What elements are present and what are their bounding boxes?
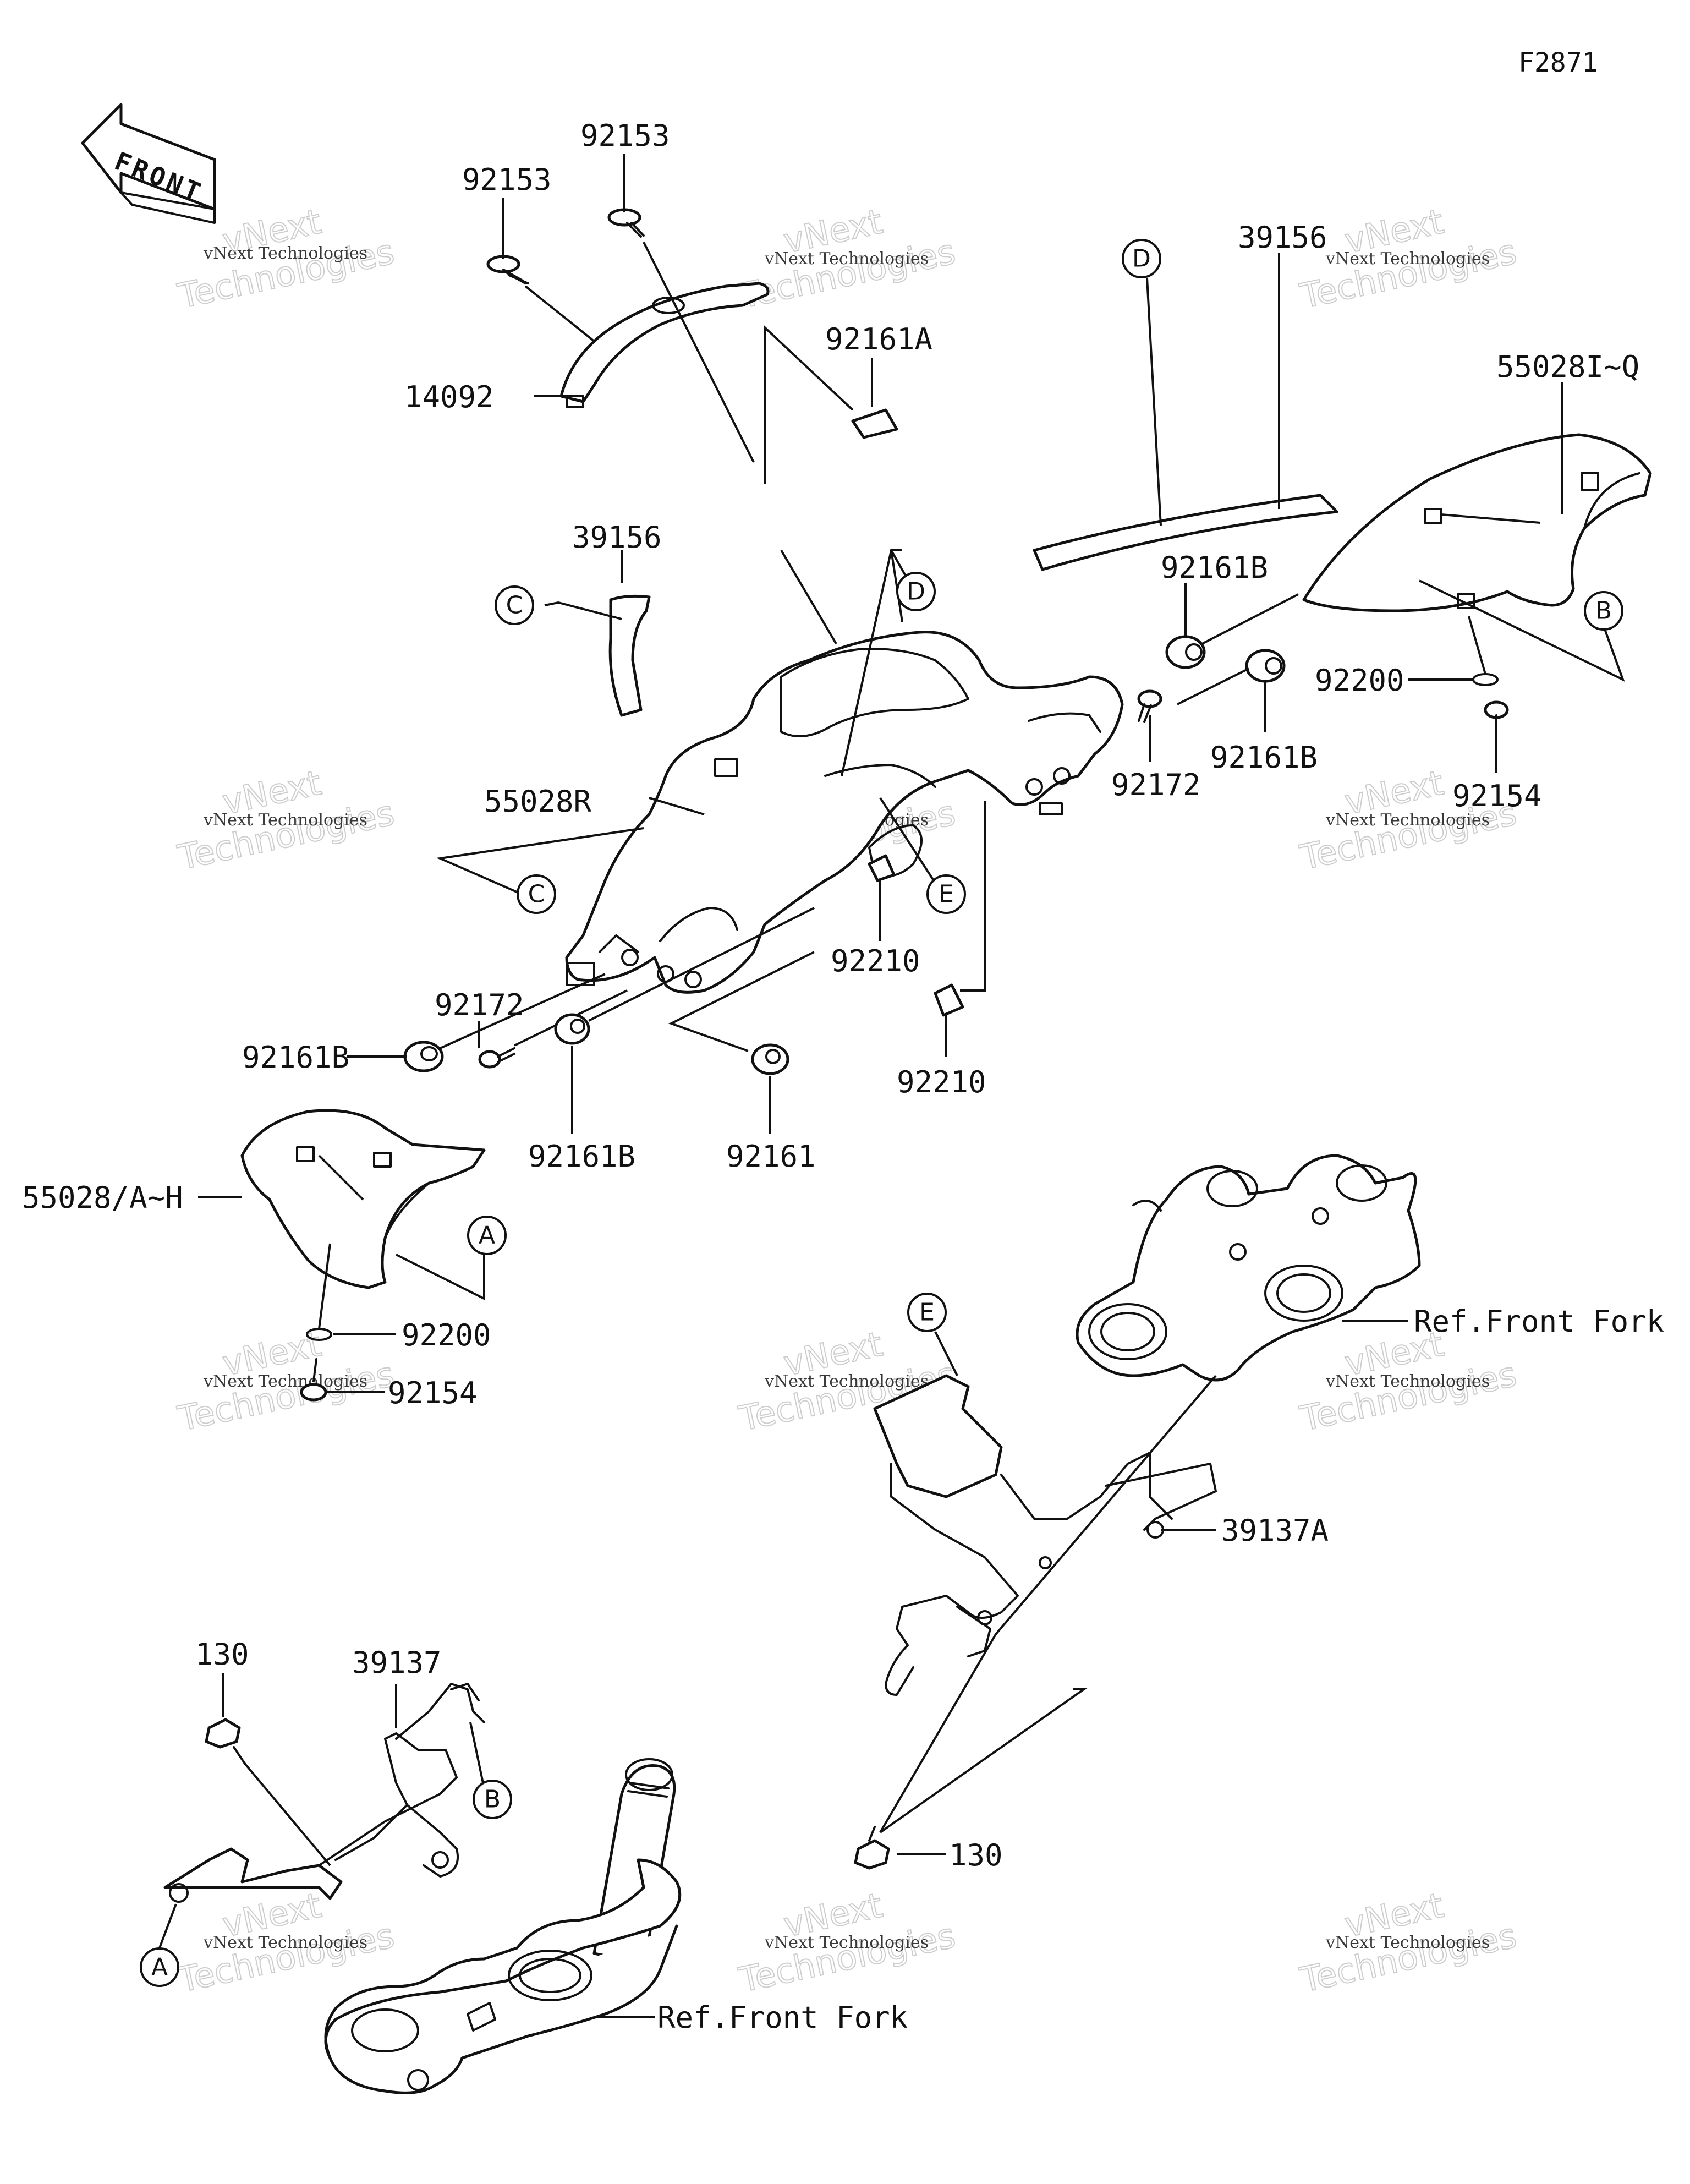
callout-d-top: D bbox=[1122, 239, 1161, 278]
svg-text:vNext Technologies: vNext Technologies bbox=[203, 1933, 367, 1952]
svg-text:vNext Technologies: vNext Technologies bbox=[764, 1933, 929, 1952]
label-39156-top: 39156 bbox=[1238, 220, 1327, 255]
callout-c-left: C bbox=[517, 874, 556, 914]
clip-92210-b-icon bbox=[934, 983, 964, 1017]
callout-e-lower: E bbox=[907, 1293, 947, 1332]
label-92210-b: 92210 bbox=[897, 1065, 986, 1099]
upper-triple-clamp bbox=[1076, 1154, 1421, 1382]
label-92161: 92161 bbox=[726, 1139, 816, 1174]
label-92210-a: 92210 bbox=[831, 944, 920, 978]
svg-text:vNext Technologies: vNext Technologies bbox=[764, 1372, 929, 1391]
callout-c-mid: C bbox=[495, 585, 534, 625]
svg-text:C: C bbox=[528, 880, 545, 908]
label-92172-r: 92172 bbox=[1111, 768, 1201, 802]
trim-strip-39156-top bbox=[1033, 494, 1338, 571]
screw-92153-a-icon bbox=[486, 255, 529, 284]
label-ref-front-fork-2: Ref.Front Fork bbox=[657, 2000, 908, 2035]
svg-text:A: A bbox=[151, 1953, 168, 1982]
lower-triple-clamp-steering-stem bbox=[324, 1758, 682, 2094]
bolt-130-b-icon bbox=[205, 1718, 246, 1765]
screw-92153-b-icon bbox=[607, 208, 645, 238]
label-130-b: 130 bbox=[195, 1637, 249, 1672]
label-92154-l: 92154 bbox=[388, 1376, 478, 1410]
callout-a-left: A bbox=[467, 1216, 507, 1255]
callout-d-mid: D bbox=[896, 572, 936, 611]
label-92153-a: 92153 bbox=[462, 162, 552, 197]
label-92172-l: 92172 bbox=[435, 988, 524, 1022]
svg-text:vNext Technologies: vNext Technologies bbox=[203, 811, 367, 830]
grommet-92161-icon bbox=[751, 1043, 789, 1075]
label-55028R: 55028R bbox=[484, 784, 592, 819]
clip-92210-a-icon bbox=[868, 854, 896, 882]
screw-92154-r-icon bbox=[1484, 700, 1509, 733]
grommet-92161B-l2-icon bbox=[554, 1013, 590, 1045]
label-92161B-l1: 92161B bbox=[242, 1040, 349, 1075]
label-92161B-l2: 92161B bbox=[528, 1139, 635, 1174]
label-ref-front-fork-1: Ref.Front Fork bbox=[1414, 1304, 1664, 1339]
grommet-92161B-r1-icon bbox=[1165, 635, 1206, 669]
screw-92172-r-icon bbox=[1137, 689, 1162, 723]
label-39137A: 39137A bbox=[1221, 1513, 1329, 1548]
label-92161B-r2: 92161B bbox=[1210, 740, 1318, 775]
svg-text:E: E bbox=[939, 880, 954, 908]
part-55028IQ-right-cover bbox=[1302, 433, 1652, 612]
svg-text:vNext Technologies: vNext Technologies bbox=[764, 249, 929, 269]
pad-92161A-icon bbox=[851, 408, 898, 439]
callout-b-right: B bbox=[1584, 591, 1623, 631]
screw-92154-l-icon bbox=[300, 1358, 327, 1402]
label-130-a: 130 bbox=[949, 1838, 1003, 1873]
washer-92200-r-icon bbox=[1472, 673, 1499, 686]
svg-text:C: C bbox=[506, 592, 523, 620]
svg-text:vNext Technologies: vNext Technologies bbox=[1325, 811, 1490, 830]
callout-e-mid: E bbox=[926, 874, 966, 914]
grommet-92161B-r2-icon bbox=[1245, 649, 1286, 683]
svg-text:D: D bbox=[907, 578, 925, 606]
label-92200-l: 92200 bbox=[402, 1318, 491, 1353]
label-55028IQ: 55028I~Q bbox=[1496, 349, 1639, 384]
callout-b-lower: B bbox=[473, 1780, 512, 1819]
label-39156-mid: 39156 bbox=[572, 520, 662, 555]
screw-92172-l-icon bbox=[478, 1047, 515, 1069]
label-39137: 39137 bbox=[352, 1645, 442, 1680]
svg-text:vNext Technologies: vNext Technologies bbox=[203, 244, 367, 263]
svg-text:vNext Technologies: vNext Technologies bbox=[1325, 1933, 1490, 1952]
svg-text:A: A bbox=[479, 1222, 495, 1250]
part-14092-cover bbox=[559, 282, 770, 408]
label-14092: 14092 bbox=[404, 380, 494, 414]
label-92200-r: 92200 bbox=[1315, 663, 1404, 698]
bolt-130-a-icon bbox=[854, 1826, 890, 1870]
svg-text:vNext Technologies: vNext Technologies bbox=[1325, 1372, 1490, 1391]
front-arrow-icon: FRONT bbox=[81, 103, 216, 224]
callout-a-lower: A bbox=[140, 1947, 179, 1987]
svg-text:E: E bbox=[919, 1299, 935, 1327]
svg-text:vNext Technologies: vNext Technologies bbox=[203, 1372, 367, 1391]
svg-text:D: D bbox=[1132, 245, 1151, 273]
label-55028AH: 55028/A~H bbox=[22, 1180, 183, 1215]
svg-text:B: B bbox=[1595, 597, 1612, 625]
label-92161B-r1: 92161B bbox=[1161, 550, 1268, 585]
svg-text:vNext Technologies: vNext Technologies bbox=[1325, 249, 1490, 269]
label-92153-b: 92153 bbox=[580, 118, 670, 153]
label-92154-r: 92154 bbox=[1452, 779, 1542, 813]
part-55028R-inner-cowl bbox=[565, 631, 1124, 994]
stay-39137 bbox=[163, 1683, 485, 1903]
trim-strip-39156-mid bbox=[608, 594, 651, 717]
svg-text:B: B bbox=[484, 1786, 501, 1814]
label-92161A: 92161A bbox=[825, 322, 932, 357]
grommet-92161B-l1-icon bbox=[403, 1041, 444, 1072]
stay-39137A bbox=[873, 1374, 1217, 1696]
figure-id: F2871 bbox=[1518, 47, 1598, 78]
